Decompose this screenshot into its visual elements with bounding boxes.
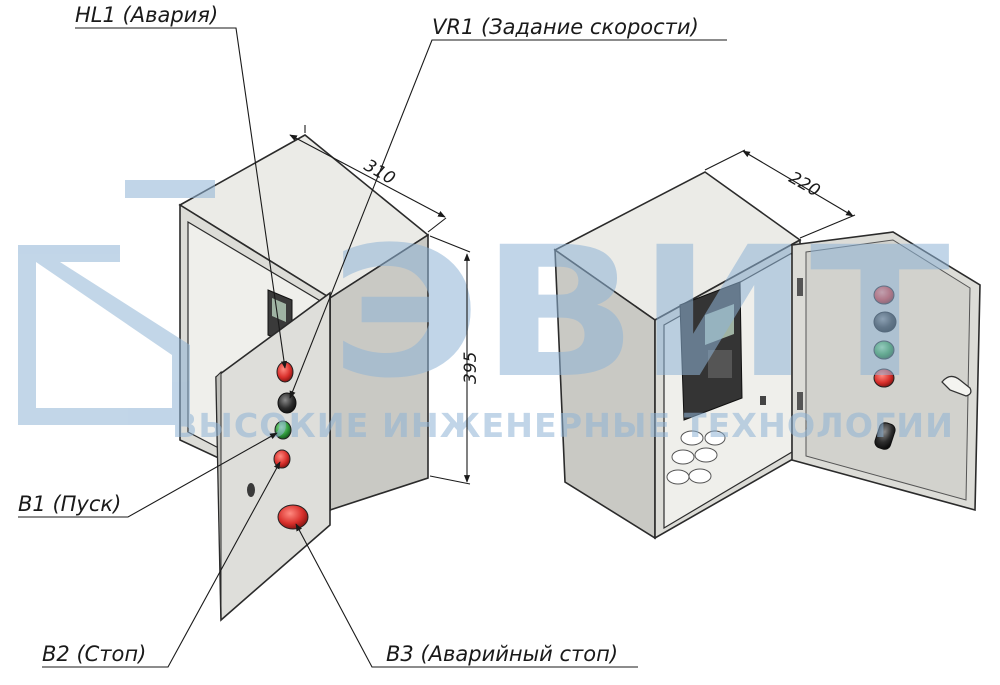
b2-stop-button [273, 449, 291, 469]
dimension-lines [289, 125, 856, 485]
brand-name: ЭВИТ [330, 209, 950, 418]
left-enclosure [178, 134, 430, 622]
right-enclosure [553, 171, 981, 540]
b2-stop-button-back [873, 368, 895, 388]
hl1-lamp-back [873, 285, 895, 305]
brand-watermark: ЭВИТ ВЫСОКИЕ ИНЖЕНЕРНЫЕ ТЕХНОЛОГИИ [18, 180, 954, 445]
knockout-hole [704, 430, 726, 446]
b1-start-button-back [873, 340, 895, 360]
right-door-clip [760, 396, 766, 405]
b2-leader [42, 461, 281, 668]
knockout-hole [688, 468, 712, 484]
brand-tagline: ВЫСОКИЕ ИНЖЕНЕРНЫЕ ТЕХНОЛОГИИ [172, 406, 954, 445]
b1-leader [18, 432, 278, 518]
left-door-edge [215, 370, 222, 621]
callout-leaders [18, 27, 727, 668]
b3-emergency-stop-back [874, 422, 896, 450]
b1-start-button [274, 420, 292, 440]
hl1-leader [75, 27, 288, 369]
brand-logo-mark [18, 245, 190, 425]
callout-b2: B2 (Стоп) [42, 642, 146, 666]
knockout-hole [694, 447, 718, 463]
hinge [797, 278, 803, 296]
b3-emergency-stop [277, 504, 309, 530]
vr1-potentiometer-back [873, 311, 897, 333]
hinge [797, 392, 803, 410]
door-latch-handle [941, 375, 972, 397]
callout-hl1: HL1 (Авария) [75, 3, 218, 27]
callout-vr1: VR1 (Задание скорости) [432, 15, 699, 39]
right-vfd-display [705, 304, 734, 345]
dimension-depth: 220 [785, 168, 823, 202]
left-door-lock [247, 483, 255, 497]
dimension-height: 395 [461, 352, 481, 384]
knockout-hole [666, 469, 690, 485]
vr1-leader [289, 39, 727, 399]
knockout-hole [680, 430, 704, 446]
brand-logo-bar [125, 180, 215, 198]
knockout-hole [671, 449, 695, 465]
b3-leader [295, 523, 638, 668]
right-vfd-keypad [708, 350, 732, 378]
callout-b3: B3 (Аварийный стоп) [386, 642, 618, 666]
callout-b1: B1 (Пуск) [18, 492, 121, 516]
